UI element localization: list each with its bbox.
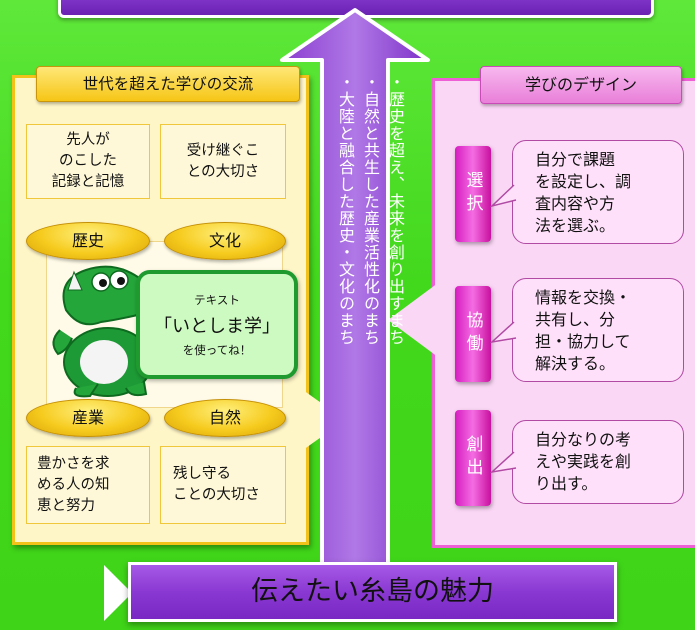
collaboration-bubble: 情報を交換・ 共有し、分 担・協力して 解決する。 — [512, 278, 684, 382]
card-line: 残し守る — [173, 466, 231, 482]
card-line: 受け継ぐこ — [186, 142, 260, 159]
tab-selection: 選択 — [455, 146, 491, 242]
right-panel-title: 学びのデザイン — [480, 66, 682, 104]
left-panel-title: 世代を超えた学びの交流 — [36, 66, 300, 102]
arrow-text-line-1: ・歴史を超え、未来を創り出すまち — [386, 74, 405, 346]
bubble-line-1: テキスト — [194, 293, 240, 307]
bottom-banner-left-notch — [104, 565, 132, 621]
creation-bubble: 自分なりの考 えや実践を創 り出す。 — [512, 420, 684, 504]
card-wisdom-effort: 豊かさを求 める人の知 恵と努力 — [26, 446, 150, 524]
bubble-line: えや実践を創 — [535, 452, 632, 471]
card-line: 豊かさを求 — [37, 455, 110, 472]
card-line: 記録と記憶 — [51, 174, 125, 190]
bubble-line-2: 「いとしま学」 — [154, 316, 280, 337]
card-records-memories: 先人が のこした 記録と記憶 — [26, 124, 150, 199]
tab-collaboration: 協働 — [455, 286, 491, 382]
card-line: 恵と努力 — [37, 497, 95, 514]
bubble-line-3: を使ってね！ — [182, 343, 252, 357]
bubble-line: り出す。 — [535, 474, 598, 493]
bubble-line: 共有し、分 — [535, 310, 616, 329]
bubble-line: 自分で課題 — [535, 150, 616, 169]
crocodile-mascot-illustration — [52, 265, 158, 398]
selection-bubble: 自分で課題 を設定し、調 査内容や方 法を選ぶ。 — [512, 140, 684, 244]
pill-nature: 自然 — [164, 399, 286, 437]
card-line: める人の知 — [37, 476, 110, 493]
bubble-line: 情報を交換・ — [535, 288, 632, 307]
card-line: ことの大切さ — [173, 487, 260, 503]
card-inheritance: 受け継ぐこ との大切さ — [160, 124, 286, 199]
card-line: のこした — [59, 153, 117, 169]
card-line: との大切さ — [186, 163, 260, 180]
textbook-speech-bubble: テキスト 「いとしま学」 を使ってね！ — [136, 270, 298, 379]
arrow-text-line-3: ・大陸と融合した歴史・文化のまち — [336, 74, 355, 346]
bubble-line: 査内容や方 — [535, 194, 616, 213]
pill-history: 歴史 — [26, 222, 150, 260]
bubble-line: 自分なりの考 — [535, 430, 632, 449]
card-line: 先人が — [66, 132, 110, 148]
pill-culture: 文化 — [164, 222, 286, 260]
card-preservation: 残し守る ことの大切さ — [160, 446, 286, 524]
bottom-banner: 伝えたい糸島の魅力 — [128, 562, 617, 622]
pill-industry: 産業 — [26, 399, 150, 437]
bubble-line: 法を選ぶ。 — [535, 216, 616, 235]
bubble-line: 担・協力して — [535, 332, 631, 351]
bubble-line: 解決する。 — [535, 354, 616, 373]
arrow-text-line-2: ・自然と共生した産業活性化のまち — [361, 74, 380, 346]
tab-creation: 創出 — [455, 410, 491, 506]
bubble-line: を設定し、調 — [535, 172, 632, 191]
